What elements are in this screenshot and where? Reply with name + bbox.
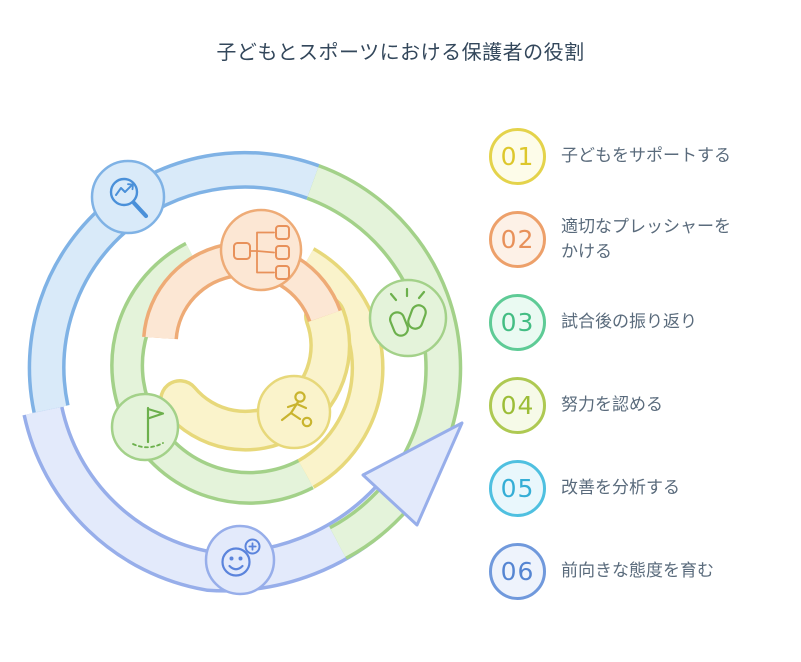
smiley-plus-icon [204,524,276,596]
number-badge: 01 [489,128,546,185]
list-item-01: 01 子どもをサポートする [489,128,789,185]
outer-flow-band [22,406,406,593]
item-label: 試合後の振り返り [561,312,697,333]
number-label: 02 [500,225,535,254]
flag-icon [110,392,180,462]
middle-ring-yellow-segment-fill [299,250,382,486]
number-badge: 03 [489,294,546,351]
list-item-02: 02 適切なプレッシャーをかける [489,211,789,268]
flowchart-icon [219,208,303,292]
list-item-04: 04 努力を認める [489,377,789,434]
number-badge: 04 [489,377,546,434]
number-label: 05 [500,474,535,503]
number-badge: 05 [489,460,546,517]
item-label: 改善を分析する [561,478,680,499]
exercise-person-icon [256,374,332,450]
number-badge: 06 [489,543,546,600]
number-label: 03 [500,308,535,337]
flow-arrowhead [361,421,464,527]
analysis-magnifier-icon [90,159,166,235]
number-label: 06 [500,557,535,586]
list-item-03: 03 試合後の振り返り [489,294,789,351]
page-title: 子どもとスポーツにおける保護者の役割 [216,40,585,64]
number-label: 04 [500,391,535,420]
item-label: 努力を認める [561,395,663,416]
list-item-06: 06 前向きな態度を育む [489,543,789,600]
item-label: 前向きな態度を育む [561,561,714,582]
number-badge: 02 [489,211,546,268]
clapping-hands-icon [368,278,448,358]
role-list: 01 子どもをサポートする 02 適切なプレッシャーをかける 03 試合後の振り… [489,128,789,600]
item-label: 適切なプレッシャーをかける [561,216,731,262]
flow-band-fill [25,407,403,590]
number-label: 01 [500,142,535,171]
list-item-05: 05 改善を分析する [489,460,789,517]
item-label: 子どもをサポートする [561,146,731,167]
